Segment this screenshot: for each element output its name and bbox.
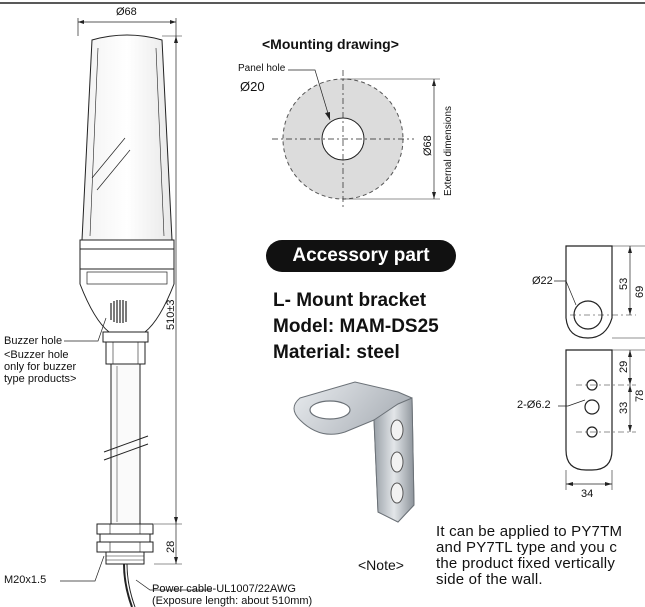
small-holes-label: 2-Ø6.2 <box>517 399 551 411</box>
tower-light <box>60 18 212 607</box>
dim-29-label: 29 <box>618 361 630 373</box>
cable-line-1: Power cable-UL1007/22AWG <box>152 583 296 595</box>
buzzer-note-line-1: <Buzzer hole <box>4 349 69 361</box>
dim-78-label: 78 <box>634 390 645 402</box>
cable-line-2: (Exposure length: about 510mm) <box>152 595 313 607</box>
outer-diameter-label: Ø68 <box>422 135 434 156</box>
note-line-3: the product fixed vertically <box>436 555 616 572</box>
dim-34-label: 34 <box>581 488 594 500</box>
bracket-drawing <box>554 245 645 490</box>
mounting-drawing <box>272 69 440 209</box>
tower-diameter-label: Ø68 <box>116 6 137 18</box>
dim-69-label: 69 <box>634 286 645 298</box>
panel-hole-diameter: Ø20 <box>240 79 265 94</box>
bracket-name: L- Mount bracket <box>273 290 427 311</box>
tower-height-label: 510±3 <box>165 299 177 330</box>
dim-53-label: 53 <box>618 278 630 290</box>
panel-hole-label: Panel hole <box>238 63 286 74</box>
tower-base-length-label: 28 <box>165 541 177 553</box>
external-dimensions-label: External dimensions <box>443 106 454 196</box>
bracket-illustration <box>293 381 415 523</box>
big-hole-label: Ø22 <box>532 275 553 287</box>
mounting-drawing-title: <Mounting drawing> <box>262 36 399 52</box>
thread-label: M20x1.5 <box>4 574 47 586</box>
accessory-part-badge: Accessory part <box>266 240 456 272</box>
buzzer-note-line-2: only for buzzer <box>4 361 77 373</box>
note-line-1: It can be applied to PY7TM <box>436 523 623 540</box>
bracket-material: Material: steel <box>273 342 400 363</box>
bracket-model: Model: MAM-DS25 <box>273 316 439 337</box>
dim-33-label: 33 <box>618 402 630 414</box>
note-line-4: side of the wall. <box>436 571 543 588</box>
note-line-2: and PY7TL type and you c <box>436 539 618 556</box>
note-label: <Note> <box>358 557 404 573</box>
buzzer-note-line-3: type products> <box>4 373 77 385</box>
buzzer-hole-label: Buzzer hole <box>4 335 63 347</box>
